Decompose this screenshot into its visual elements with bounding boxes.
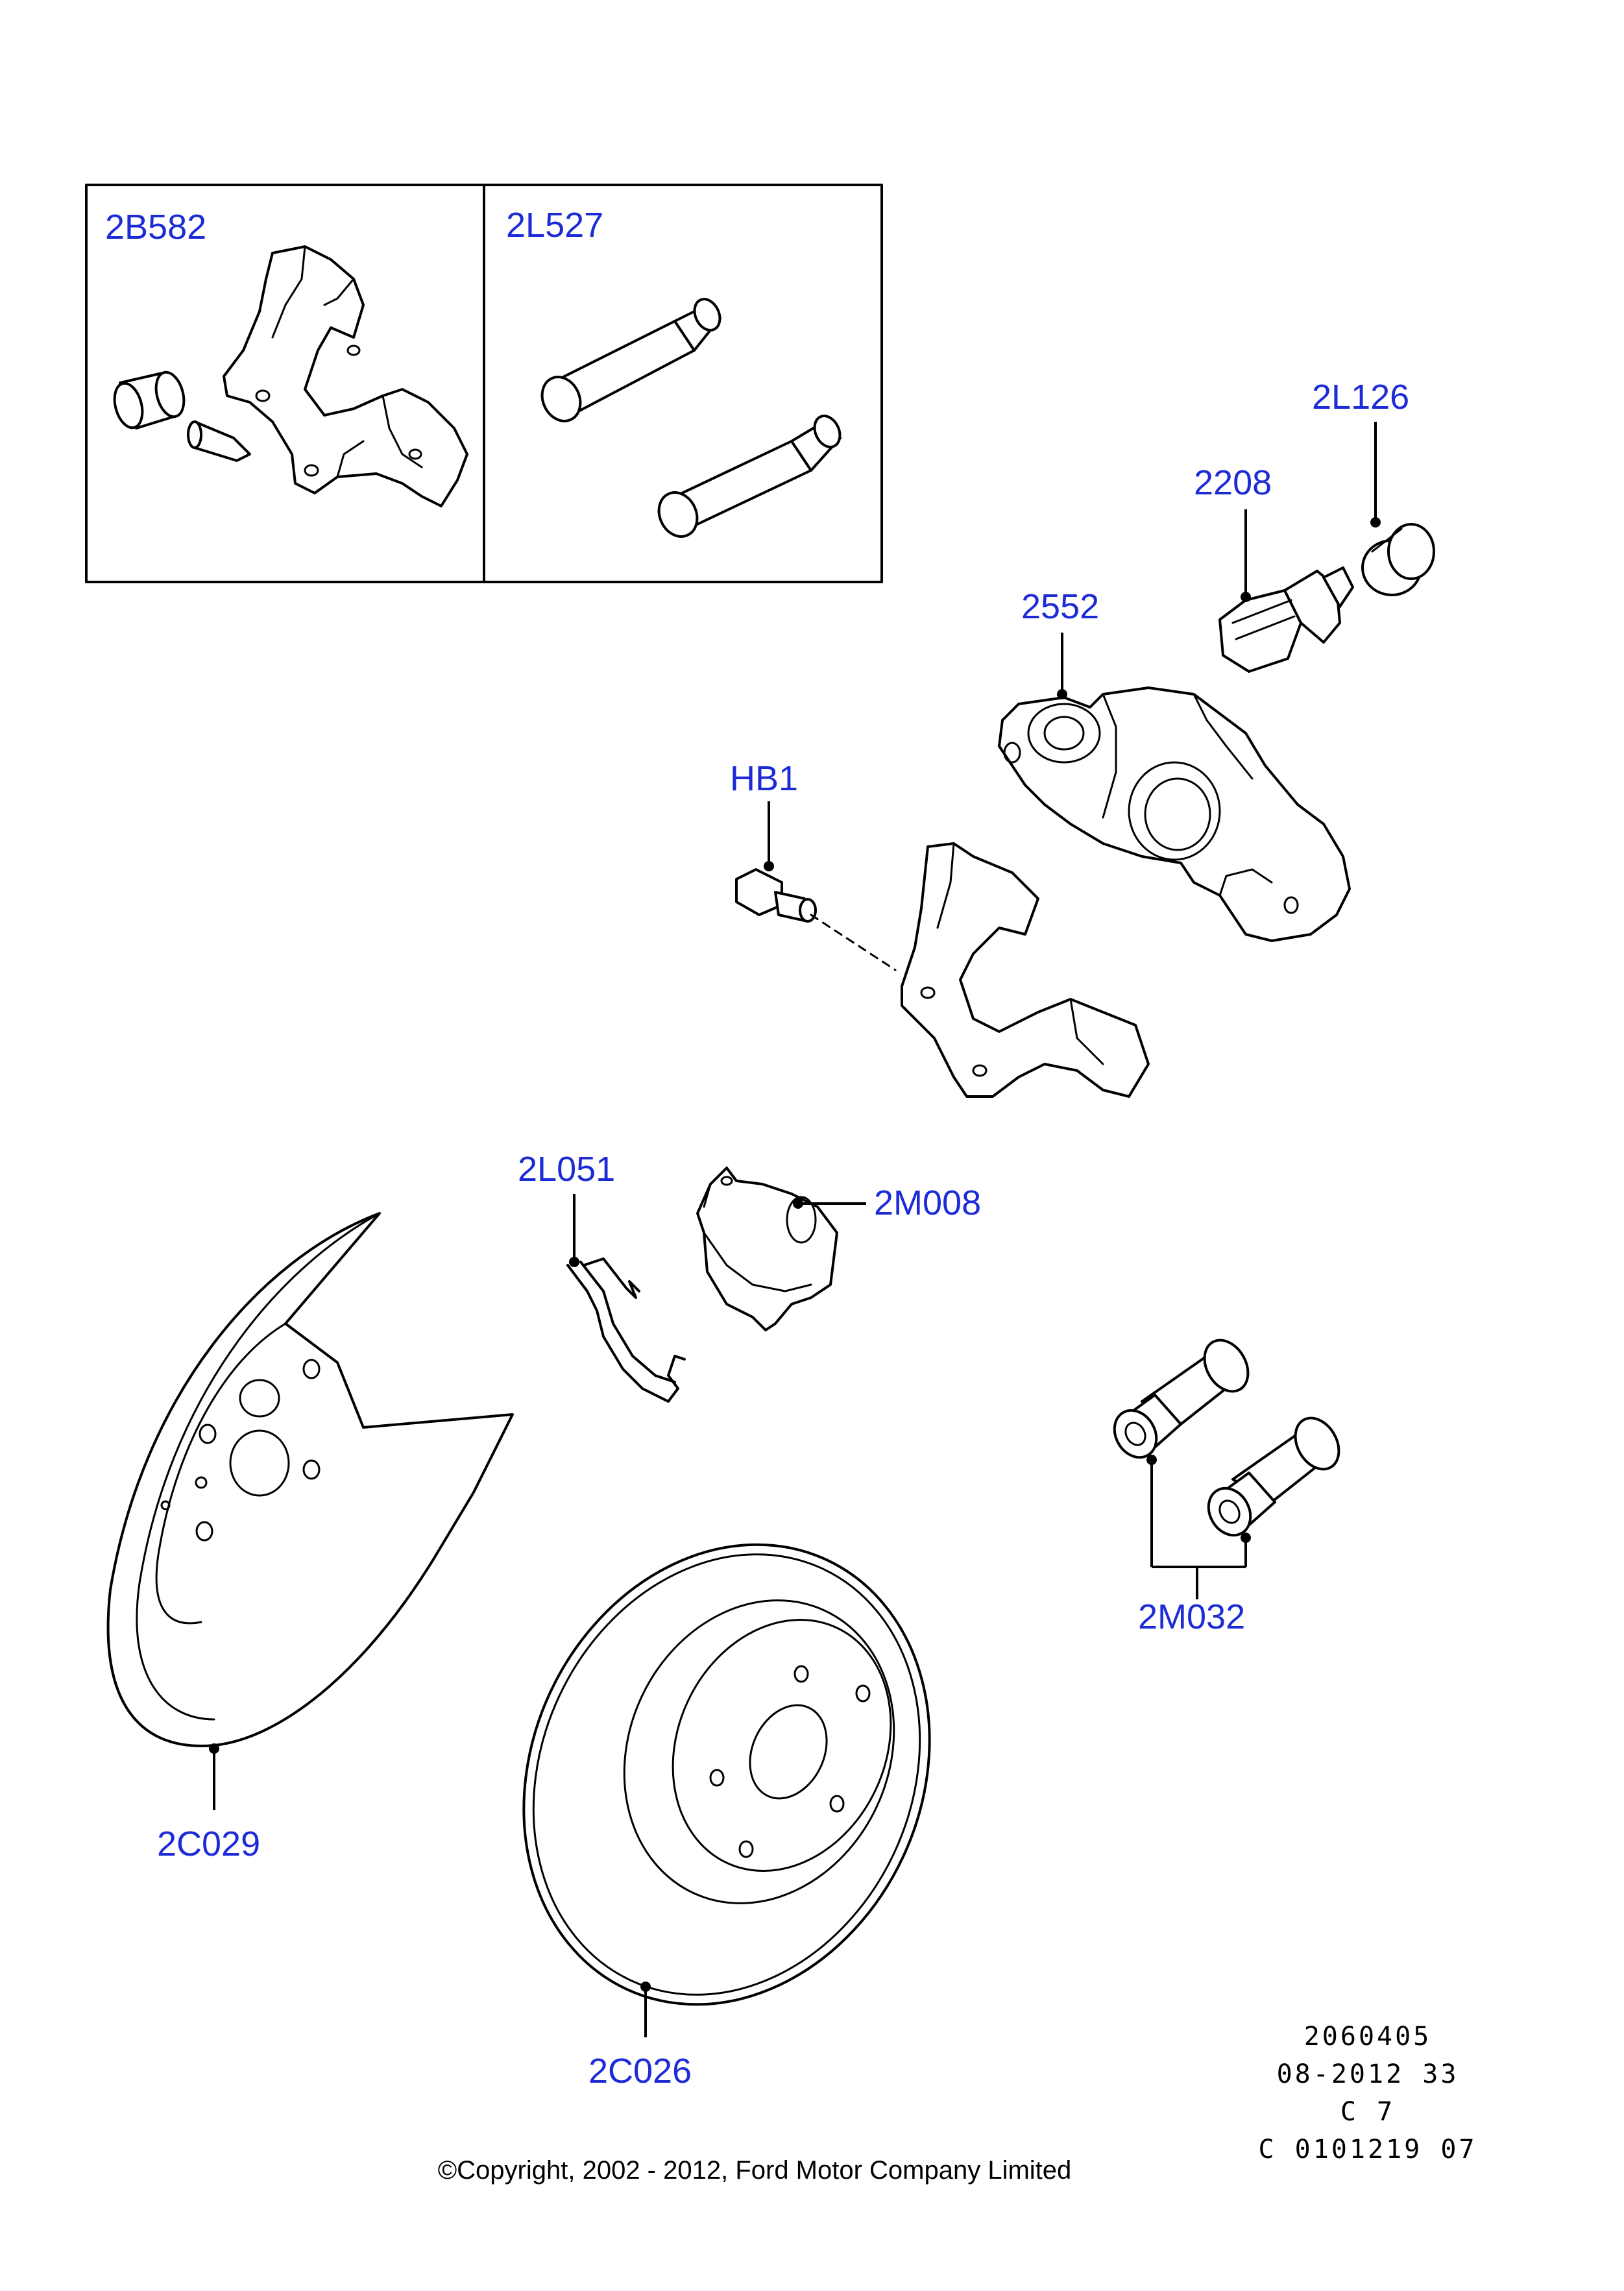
kit-inset-panel (85, 184, 883, 583)
dust-cap-illustration (1361, 523, 1435, 596)
caliper-carrier-kit-illustration (113, 245, 468, 507)
bleed-screw-illustration (1218, 566, 1354, 673)
callout-2M008: 2M008 (874, 1183, 981, 1222)
callout-2M032: 2M032 (1138, 1597, 1245, 1636)
callout-2552: 2552 (1021, 587, 1099, 626)
callout-2B582: 2B582 (105, 208, 206, 247)
caliper-carrier-illustration (901, 842, 1150, 1098)
caliper-illustration (998, 686, 1351, 942)
callout-2L051: 2L051 (518, 1150, 615, 1189)
callout-2L527: 2L527 (506, 206, 603, 245)
brake-pad-illustration (696, 1167, 838, 1331)
brake-disc-illustration (522, 1543, 931, 2006)
callout-2C026: 2C026 (588, 2052, 692, 2091)
ref-line-2: 08-2012 33 (1277, 2059, 1459, 2089)
bolt-illustration (735, 868, 897, 971)
bushings-illustration (1113, 1339, 1340, 1537)
ref-line-3: C 7 (1340, 2097, 1395, 2127)
ref-line-1: 2060405 (1304, 2022, 1432, 2052)
spring-clip-illustration (566, 1257, 686, 1403)
splash-shield-illustration (106, 1212, 514, 1747)
callout-2L126: 2L126 (1312, 378, 1409, 417)
callout-2208: 2208 (1194, 463, 1272, 502)
callout-2C029: 2C029 (157, 1824, 260, 1863)
leader-lines (209, 422, 1381, 2037)
copyright-text: ©Copyright, 2002 - 2012, Ford Motor Comp… (438, 2156, 1072, 2185)
callout-HB1: HB1 (730, 759, 798, 798)
guide-pin-kit-illustration (540, 298, 842, 538)
ref-line-4: C 0101219 07 (1259, 2135, 1477, 2164)
